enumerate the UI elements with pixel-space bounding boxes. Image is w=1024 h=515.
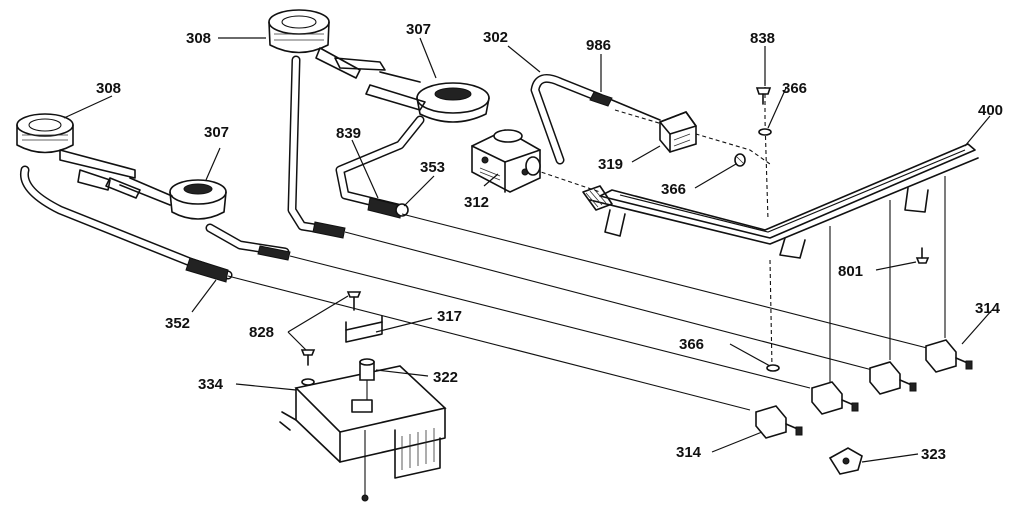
burner-valve-314-right [925,339,973,373]
fitting-986 [589,91,661,121]
callout-319: 319 [598,156,623,173]
assembly-center-lines [534,80,773,369]
callout-314-bottom: 314 [676,444,702,461]
callout-986: 986 [586,37,611,54]
callout-400: 400 [978,102,1003,119]
callout-839: 839 [336,125,361,142]
bracket-334 [279,365,447,502]
callout-366-low: 366 [679,336,704,353]
burner-308-top [268,9,386,79]
screw-828-bottom [300,349,316,366]
burner-307-top [365,71,490,123]
screw-801 [915,247,930,264]
callout-308-top: 308 [186,30,211,47]
callout-307-left: 307 [204,124,229,141]
tube-302 [530,73,605,165]
valve-connection-lines [227,213,936,411]
callout-302: 302 [483,29,508,46]
washer-366-top [758,128,772,136]
callout-828: 828 [249,324,274,341]
burner-307-left [105,177,227,220]
callout-353: 353 [420,159,445,176]
callout-838: 838 [750,30,775,47]
burner-valve-814 [811,381,859,415]
callout-labels: 308 307 302 986 838 366 400 308 307 839 … [96,21,1003,463]
callout-322: 322 [433,369,458,386]
washer-366-low [766,364,780,372]
igniter-323 [828,447,863,475]
callout-307-top: 307 [406,21,431,38]
callout-366-top: 366 [782,80,807,97]
callout-801: 801 [838,263,863,280]
callout-314-right: 314 [975,300,1001,317]
valve-319 [659,111,697,153]
callout-366-mid: 366 [661,181,686,198]
callout-334: 334 [198,376,224,393]
screw-838 [755,87,772,105]
screw-828-top [346,291,362,311]
callout-312: 312 [464,194,489,211]
burner-valve-874 [869,361,917,395]
callout-308-left: 308 [96,80,121,97]
burner-308-left [16,113,136,191]
clip-317 [345,315,383,343]
regulator-312 [471,129,541,193]
leader-lines [63,37,993,463]
washer-366-mid [734,153,746,167]
callout-317: 317 [437,308,462,325]
burner-valve-314-bottom [755,405,803,439]
spacer-322 [359,358,375,400]
callout-323: 323 [921,446,946,463]
burner-gas-tubes [19,55,425,283]
manifold-pipe-400 [582,143,979,388]
callout-352: 352 [165,315,190,332]
